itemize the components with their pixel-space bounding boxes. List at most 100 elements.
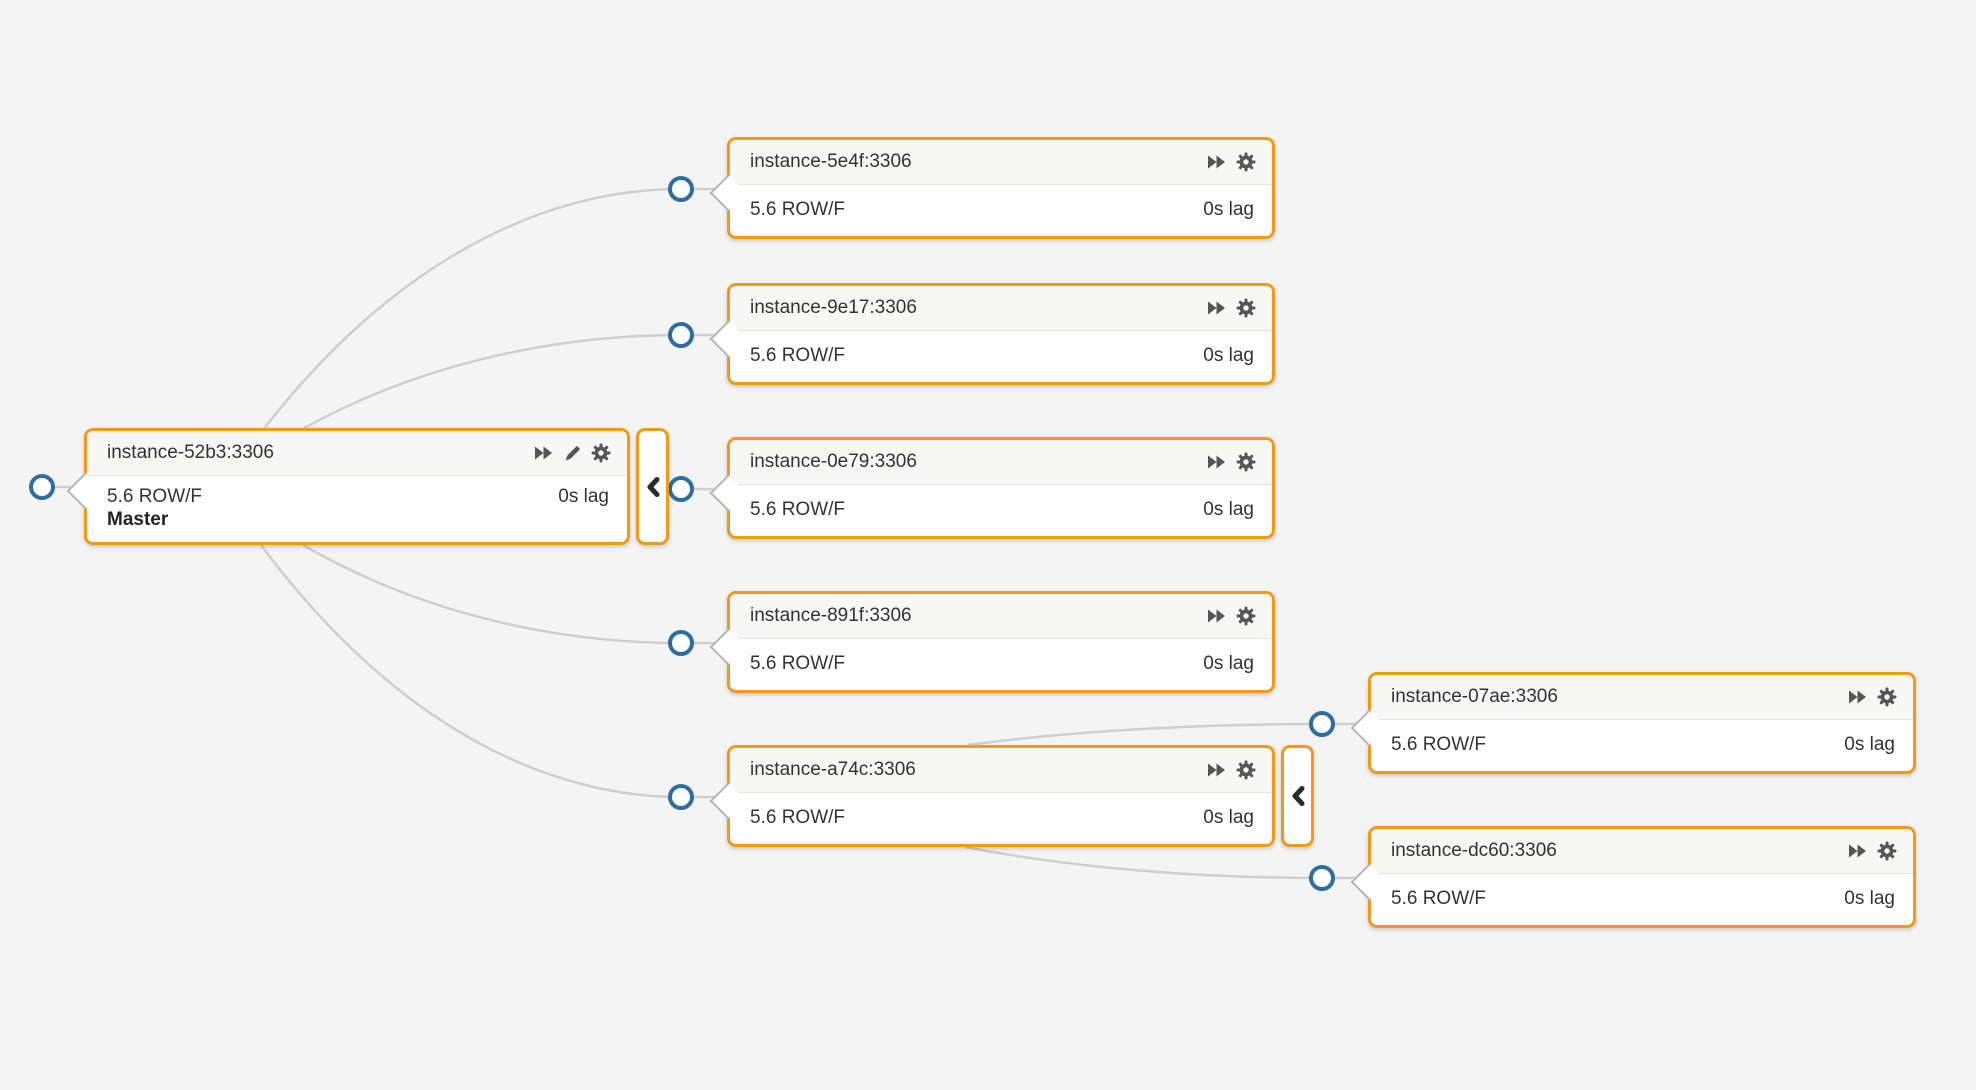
connection-circle[interactable] xyxy=(668,322,694,348)
instance-actions xyxy=(1206,298,1256,318)
chevron-left-icon xyxy=(1292,786,1304,806)
instance-header: instance-dc60:3306 xyxy=(1371,829,1913,874)
gear-icon xyxy=(1236,606,1256,626)
instance-header: instance-0e79:3306 xyxy=(730,440,1272,485)
gear-button[interactable] xyxy=(1236,298,1256,318)
instance-host-label: instance-52b3:3306 xyxy=(107,442,274,463)
instance-body: 5.6 ROW/F 0s lag xyxy=(1371,874,1913,925)
lag-label: 0s lag xyxy=(1203,652,1254,674)
version-info-label: 5.6 ROW/F xyxy=(750,806,846,828)
fast-forward-button[interactable] xyxy=(1847,689,1868,705)
instance-body: 5.6 ROW/F 0s lag xyxy=(730,185,1272,236)
instance-node[interactable]: instance-07ae:3306 5.6 ROW/F 0s lag xyxy=(1350,672,1916,774)
gear-icon xyxy=(1236,452,1256,472)
gear-button[interactable] xyxy=(1236,760,1256,780)
instance-actions xyxy=(1847,841,1897,861)
instance-host-label: instance-891f:3306 xyxy=(750,605,912,626)
instance-actions xyxy=(1847,687,1897,707)
instance-body: 5.6 ROW/F 0s lag xyxy=(730,639,1272,690)
version-info-label: 5.6 ROW/F xyxy=(750,652,846,674)
instance-node[interactable]: instance-5e4f:3306 5.6 ROW/F 0s lag xyxy=(709,137,1275,239)
fast-forward-icon xyxy=(1849,844,1866,858)
instance-header: instance-891f:3306 xyxy=(730,594,1272,639)
instance-host-label: instance-dc60:3306 xyxy=(1391,840,1557,861)
gear-icon xyxy=(1236,152,1256,172)
instance-host-label: instance-0e79:3306 xyxy=(750,451,917,472)
replication-edge xyxy=(259,544,682,799)
gear-button[interactable] xyxy=(1236,452,1256,472)
fast-forward-icon xyxy=(1208,301,1225,315)
connection-circle[interactable] xyxy=(29,474,55,500)
chevron-left-icon xyxy=(647,476,659,497)
version-info-label: 5.6 ROW/F xyxy=(1391,733,1487,755)
lag-label: 0s lag xyxy=(1203,498,1254,520)
gear-icon xyxy=(1877,841,1897,861)
fast-forward-icon xyxy=(1208,455,1225,469)
version-info-label: 5.6 ROW/F xyxy=(1391,887,1487,909)
gear-button[interactable] xyxy=(591,443,611,463)
instance-host-label: instance-9e17:3306 xyxy=(750,297,917,318)
fast-forward-icon xyxy=(535,446,552,460)
replication-edge xyxy=(263,187,682,429)
instance-body: 5.6 ROW/F 0s lag xyxy=(1371,720,1913,771)
fast-forward-icon xyxy=(1208,763,1225,777)
instance-header: instance-9e17:3306 xyxy=(730,286,1272,331)
instance-actions xyxy=(1206,606,1256,626)
lag-label: 0s lag xyxy=(558,485,609,507)
instance-node[interactable]: instance-a74c:3306 5.6 ROW/F 0s lag xyxy=(709,745,1275,847)
instance-node[interactable]: instance-dc60:3306 5.6 ROW/F 0s lag xyxy=(1350,826,1916,928)
fast-forward-button[interactable] xyxy=(1206,608,1227,624)
version-info-label: 5.6 ROW/F xyxy=(750,344,846,366)
instance-body: 5.6 ROW/F 0s lag xyxy=(730,331,1272,382)
instance-actions xyxy=(1206,760,1256,780)
connection-circle[interactable] xyxy=(668,476,694,502)
instance-header: instance-5e4f:3306 xyxy=(730,140,1272,185)
lag-label: 0s lag xyxy=(1203,198,1254,220)
connection-circle[interactable] xyxy=(668,176,694,202)
instance-node[interactable]: instance-9e17:3306 5.6 ROW/F 0s lag xyxy=(709,283,1275,385)
fast-forward-button[interactable] xyxy=(1847,843,1868,859)
instance-node[interactable]: instance-891f:3306 5.6 ROW/F 0s lag xyxy=(709,591,1275,693)
lag-label: 0s lag xyxy=(1844,887,1895,909)
fast-forward-button[interactable] xyxy=(533,445,554,461)
fast-forward-icon xyxy=(1208,609,1225,623)
connection-circle[interactable] xyxy=(668,784,694,810)
replication-edge xyxy=(964,845,1323,880)
gear-button[interactable] xyxy=(1236,152,1256,172)
collapse-subtree-tab[interactable] xyxy=(636,428,669,545)
instance-node[interactable]: instance-52b3:3306 5.6 ROW/F 0s lag Mast… xyxy=(66,428,630,545)
gear-icon xyxy=(1877,687,1897,707)
gear-button[interactable] xyxy=(1236,606,1256,626)
fast-forward-button[interactable] xyxy=(1206,154,1227,170)
fast-forward-button[interactable] xyxy=(1206,300,1227,316)
role-label: Master xyxy=(107,508,169,530)
instance-body: 5.6 ROW/F 0s lag xyxy=(730,485,1272,536)
instance-node[interactable]: instance-0e79:3306 5.6 ROW/F 0s lag xyxy=(709,437,1275,539)
instance-actions xyxy=(1206,452,1256,472)
instance-body: 5.6 ROW/F 0s lag xyxy=(730,793,1272,844)
gear-icon xyxy=(1236,760,1256,780)
gear-button[interactable] xyxy=(1877,687,1897,707)
replication-edge xyxy=(302,543,682,645)
gear-button[interactable] xyxy=(1877,841,1897,861)
instance-host-label: instance-a74c:3306 xyxy=(750,759,916,780)
gear-icon xyxy=(1236,298,1256,318)
version-info-label: 5.6 ROW/F xyxy=(750,498,846,520)
instance-actions xyxy=(1206,152,1256,172)
fast-forward-button[interactable] xyxy=(1206,454,1227,470)
fast-forward-icon xyxy=(1208,155,1225,169)
connection-circle[interactable] xyxy=(668,630,694,656)
fast-forward-icon xyxy=(1849,690,1866,704)
instance-body: 5.6 ROW/F 0s lag Master xyxy=(87,476,627,542)
version-info-label: 5.6 ROW/F xyxy=(107,485,203,507)
connection-circle[interactable] xyxy=(1309,865,1335,891)
instance-actions xyxy=(533,443,611,463)
version-info-label: 5.6 ROW/F xyxy=(750,198,846,220)
collapse-subtree-tab[interactable] xyxy=(1281,745,1314,847)
replication-edge xyxy=(967,722,1323,747)
connection-circle[interactable] xyxy=(1309,711,1335,737)
fast-forward-button[interactable] xyxy=(1206,762,1227,778)
pencil-button[interactable] xyxy=(563,444,582,463)
